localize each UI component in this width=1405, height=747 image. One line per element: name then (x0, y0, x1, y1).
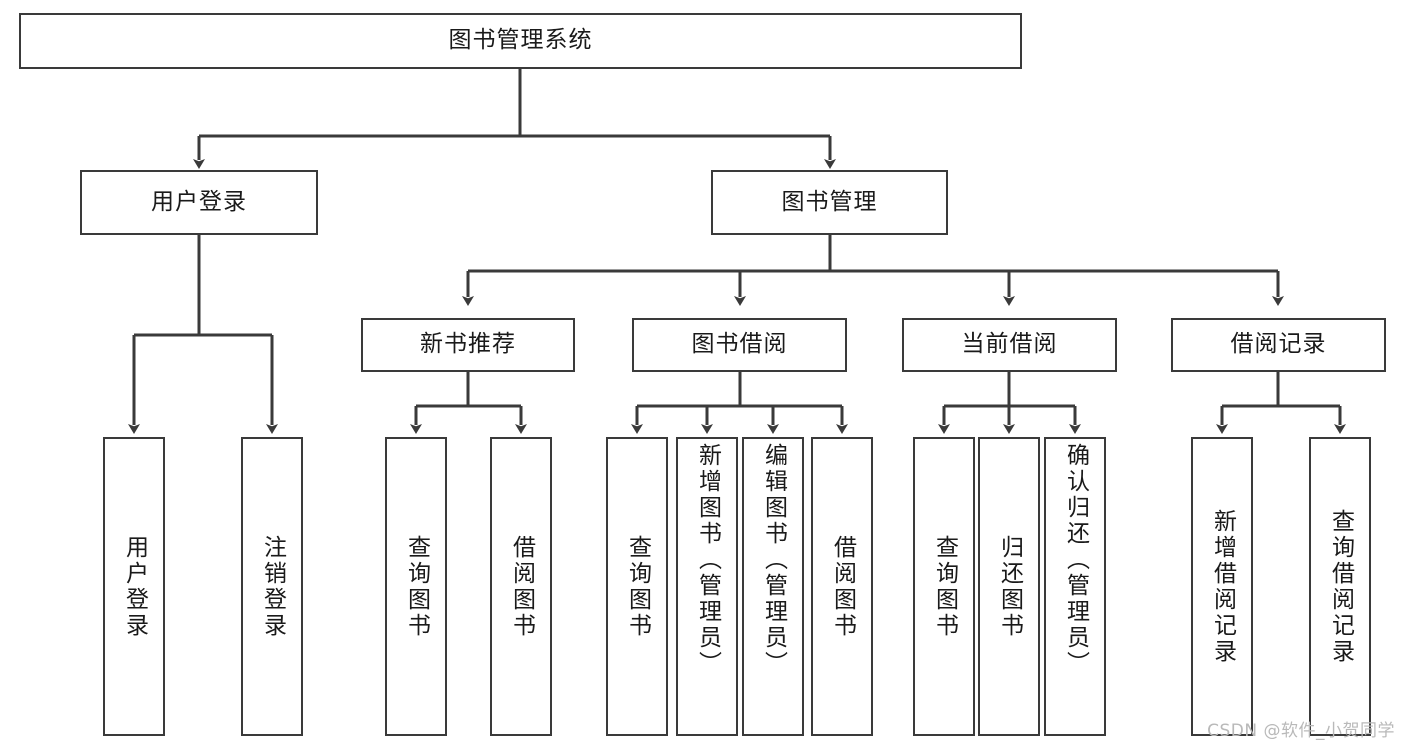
node-new-book-recommend[interactable]: 新书推荐 (361, 318, 575, 372)
node-label: 用户登录 (121, 534, 148, 639)
node-label: 编辑图书（管理员） (760, 443, 787, 677)
node-label: 新增图书（管理员） (694, 443, 721, 677)
node-root-book-management-system[interactable]: 图书管理系统 (19, 13, 1022, 69)
node-label: 查询借阅记录 (1327, 508, 1354, 665)
leaf-query-borrow-record[interactable]: 查询借阅记录 (1309, 437, 1371, 736)
leaf-add-book-admin[interactable]: 新增图书（管理员） (676, 437, 738, 736)
node-label: 图书管理系统 (448, 27, 593, 54)
node-label: 当前借阅 (961, 331, 1058, 358)
leaf-borrow-book[interactable]: 借阅图书 (811, 437, 873, 736)
node-borrow-record[interactable]: 借阅记录 (1171, 318, 1386, 372)
node-label: 借阅图书 (829, 534, 856, 639)
node-label: 注销登录 (259, 534, 286, 639)
node-label: 查询图书 (624, 534, 651, 639)
leaf-add-borrow-record[interactable]: 新增借阅记录 (1191, 437, 1253, 736)
node-label: 查询图书 (403, 534, 430, 639)
leaf-logout-login[interactable]: 注销登录 (241, 437, 303, 736)
node-label: 图书借阅 (691, 331, 788, 358)
leaf-borrow-book-recommend[interactable]: 借阅图书 (490, 437, 552, 736)
node-label: 图书管理 (781, 188, 878, 215)
node-label: 确认归还（管理员） (1062, 443, 1089, 677)
node-label: 新书推荐 (420, 331, 516, 358)
leaf-query-book-borrow[interactable]: 查询图书 (606, 437, 668, 736)
node-label: 借阅记录 (1230, 331, 1327, 358)
node-label: 借阅图书 (508, 534, 535, 639)
leaf-query-book-current[interactable]: 查询图书 (913, 437, 975, 736)
leaf-edit-book-admin[interactable]: 编辑图书（管理员） (742, 437, 804, 736)
node-user-login[interactable]: 用户登录 (80, 170, 318, 235)
node-label: 查询图书 (931, 534, 958, 639)
leaf-query-book-recommend[interactable]: 查询图书 (385, 437, 447, 736)
leaf-confirm-return-admin[interactable]: 确认归还（管理员） (1044, 437, 1106, 736)
node-book-management[interactable]: 图书管理 (711, 170, 948, 235)
leaf-return-book[interactable]: 归还图书 (978, 437, 1040, 736)
node-current-borrow[interactable]: 当前借阅 (902, 318, 1117, 372)
node-label: 新增借阅记录 (1209, 508, 1236, 665)
node-label: 用户登录 (151, 188, 247, 215)
node-label: 归还图书 (996, 534, 1023, 639)
leaf-user-login[interactable]: 用户登录 (103, 437, 165, 736)
node-book-borrow[interactable]: 图书借阅 (632, 318, 847, 372)
